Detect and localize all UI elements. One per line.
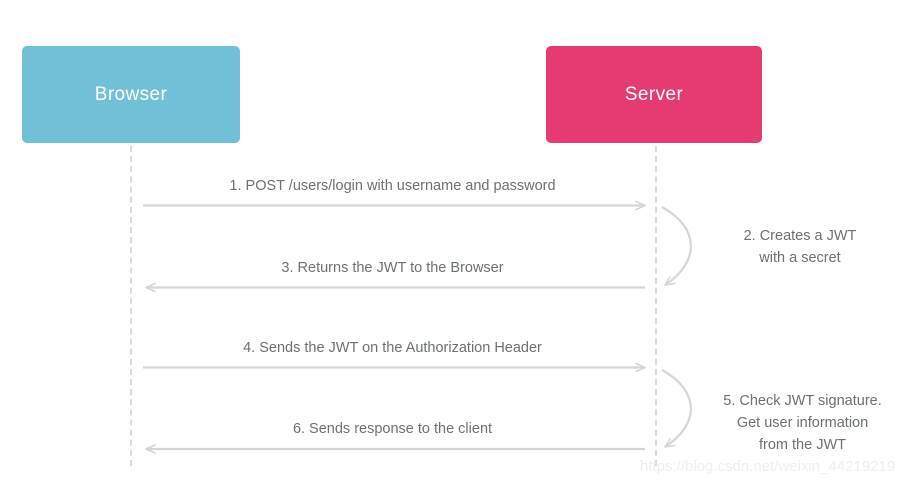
- message-label-6: 6. Sends response to the client: [292, 421, 493, 437]
- note-label-2: 2. Creates a JWT with a secret: [700, 225, 900, 269]
- watermark-text: https://blog.csdn.net/weixin_44219219: [640, 458, 896, 475]
- note-label-2-line-2: with a secret: [759, 250, 841, 266]
- lifeline-browser: [130, 146, 132, 466]
- actor-box-browser: Browser: [22, 46, 240, 143]
- self-loop-arrow-2: [661, 206, 692, 286]
- message-label-1: 1. POST /users/login with username and p…: [229, 178, 556, 194]
- note-label-2-line-1: 2. Creates a JWT: [743, 228, 857, 244]
- message-label-4: 4. Sends the JWT on the Authorization He…: [243, 340, 542, 356]
- actor-label-server: Server: [624, 83, 684, 105]
- note-label-5-line-3: from the JWT: [758, 437, 846, 453]
- self-loop-arrow-5: [661, 369, 692, 448]
- note-label-5-line-2: Get user information: [736, 415, 869, 431]
- note-label-5-line-1: 5. Check JWT signature.: [723, 393, 882, 409]
- lifeline-server: [655, 146, 657, 466]
- note-label-5: 5. Check JWT signature. Get user informa…: [700, 390, 905, 456]
- message-label-3: 3. Returns the JWT to the Browser: [281, 260, 504, 276]
- actor-label-browser: Browser: [94, 83, 168, 105]
- actor-box-server: Server: [546, 46, 762, 143]
